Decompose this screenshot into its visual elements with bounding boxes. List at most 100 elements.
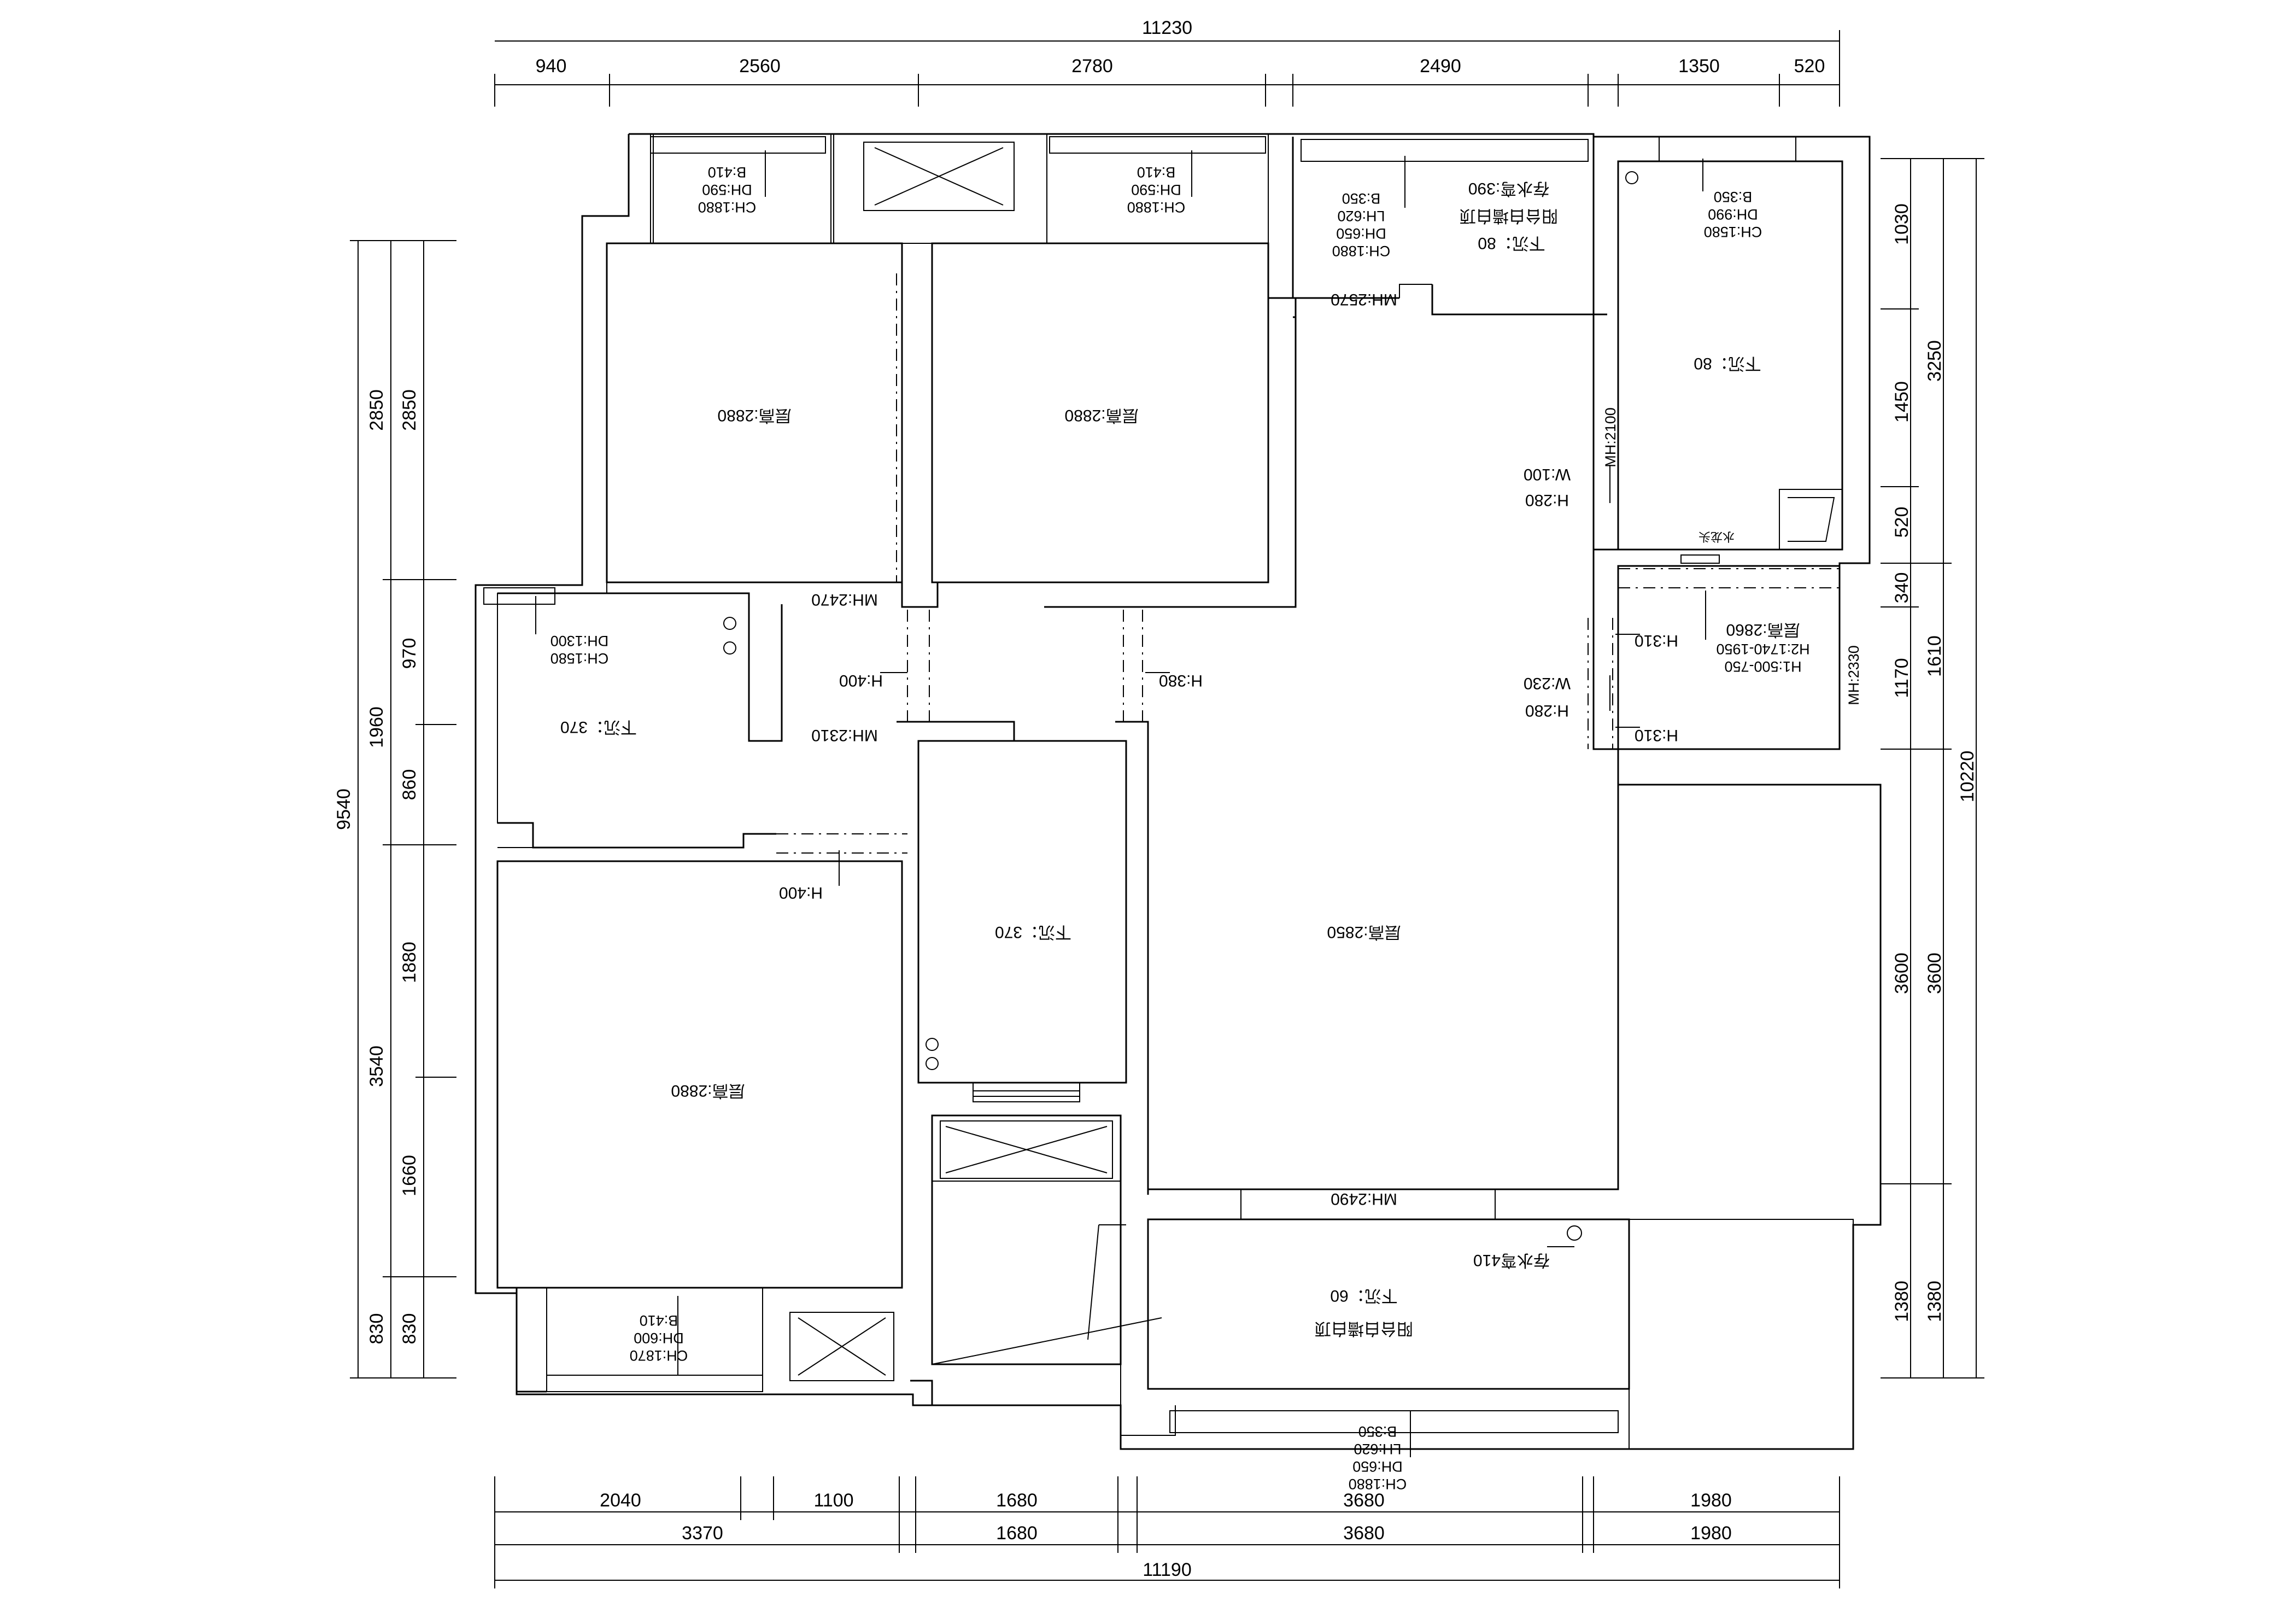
left-bath-drop: 下沉：370 xyxy=(560,718,637,736)
drain-icon xyxy=(926,1038,939,1051)
shaft-kitchen xyxy=(940,1120,1113,1179)
right-outer-1: 3250 xyxy=(1924,340,1945,382)
window-label: B:410 xyxy=(1137,164,1176,180)
window-label: DH:650 xyxy=(1352,1458,1403,1475)
bottom-total-dim: 11190 xyxy=(1143,1559,1192,1580)
kitchen-drop: 下沉：370 xyxy=(995,923,1071,941)
dining-height: 层高:2860 xyxy=(1726,621,1800,639)
top-water-pipe: 存水弯:390 xyxy=(1468,179,1549,197)
top-dim-5: 1350 xyxy=(1678,56,1720,77)
bottom-balcony-drop: 下沉：60 xyxy=(1330,1287,1397,1305)
window-label: B:350 xyxy=(1358,1423,1397,1440)
top-balcony-ceiling: 阳台白墙白顶 xyxy=(1460,207,1558,225)
window-label: CH:1880 xyxy=(698,199,757,215)
living-room xyxy=(1148,550,1619,1190)
window-label: DH:990 xyxy=(1708,206,1758,223)
leader-lines xyxy=(535,150,1706,1457)
walls xyxy=(475,133,1882,1450)
bottom-dim-4: 3680 xyxy=(1343,1490,1385,1511)
bottom-dimensions: 2040 1100 1680 3680 1980 3370 1680 3680 … xyxy=(494,1476,1840,1588)
drain-icon xyxy=(723,641,736,655)
top-dim-2: 2560 xyxy=(739,56,781,77)
right-total-dim: 10220 xyxy=(1957,751,1978,803)
top-balcony-drop: 下沉：80 xyxy=(1478,234,1545,252)
right-inner-3: 520 xyxy=(1891,507,1912,538)
mh-2470: MH:2470 xyxy=(811,591,878,609)
drain-icon xyxy=(1625,171,1638,184)
shafts xyxy=(789,142,1113,1381)
h1-range: H1:500-750 xyxy=(1724,658,1801,675)
h-280-a: H:280 xyxy=(1525,491,1569,509)
right-inner-4: 340 xyxy=(1891,573,1912,604)
mh-2330: MH:2330 xyxy=(1846,645,1862,705)
bottom-dim-6: 3370 xyxy=(682,1523,723,1544)
window-label: LH:620 xyxy=(1354,1441,1401,1457)
living-height: 层高:2850 xyxy=(1327,923,1401,941)
window-label: LH:620 xyxy=(1337,208,1385,224)
window-label: DH:600 xyxy=(634,1330,684,1346)
outer-wall xyxy=(475,133,1882,1450)
bath-top-drop: 下沉：80 xyxy=(1694,354,1761,372)
bath-left-room xyxy=(497,592,783,742)
h-400-b: H:400 xyxy=(779,884,823,902)
h-400-a: H:400 xyxy=(839,671,883,690)
top-dim-6: 520 xyxy=(1794,56,1825,77)
window-label: B:410 xyxy=(640,1312,678,1329)
h2-range: H2:1740-1950 xyxy=(1716,641,1809,657)
bottom-dim-8: 3680 xyxy=(1343,1523,1385,1544)
mh-2310: MH:2310 xyxy=(811,726,878,744)
drain-icon xyxy=(723,617,736,630)
left-inner-5: 1660 xyxy=(399,1155,420,1196)
left-outer-2: 1960 xyxy=(366,706,387,748)
right-inner-1: 1030 xyxy=(1891,203,1912,245)
right-outer-4: 1380 xyxy=(1924,1281,1945,1322)
h-310-b: H:310 xyxy=(1635,726,1678,744)
h-280-b: H:280 xyxy=(1525,702,1569,720)
water-heater-icon xyxy=(1779,489,1843,550)
bedroom-1-height: 层高:2880 xyxy=(717,406,791,424)
bedroom-3-room xyxy=(496,860,903,1289)
window-label: DH:650 xyxy=(1336,225,1386,242)
h-310-a: H:310 xyxy=(1635,632,1678,650)
right-inner-7: 1380 xyxy=(1891,1281,1912,1322)
left-inner-4: 1880 xyxy=(399,942,420,983)
mh-2490: MH:2490 xyxy=(1331,1190,1397,1208)
left-outer-1: 2850 xyxy=(366,389,387,431)
top-dimensions: 11230 940 2560 2780 2490 1350 520 xyxy=(494,17,1840,107)
bottom-dim-3: 1680 xyxy=(996,1490,1038,1511)
shaft-bottom-left xyxy=(789,1312,894,1381)
window-label: CH:1880 xyxy=(1332,243,1391,259)
left-total-dim: 9540 xyxy=(333,788,354,830)
window-label: CH:1880 xyxy=(1349,1476,1407,1492)
bottom-dim-1: 2040 xyxy=(600,1490,641,1511)
w-230: W:230 xyxy=(1524,674,1571,692)
bottom-dim-5: 1980 xyxy=(1690,1490,1732,1511)
drain-icon xyxy=(926,1057,939,1070)
window-label: B:350 xyxy=(1342,190,1381,207)
left-inner-6: 830 xyxy=(399,1313,420,1345)
window-label: CH:1880 xyxy=(1127,199,1186,215)
window-label: B:410 xyxy=(708,164,747,180)
window-label: DH:590 xyxy=(702,182,752,198)
h-380: H:380 xyxy=(1159,671,1203,690)
window-label: DH:590 xyxy=(1131,182,1181,198)
right-inner-5: 1170 xyxy=(1891,658,1912,698)
left-inner-1: 2850 xyxy=(399,389,420,431)
right-outer-3: 3600 xyxy=(1924,953,1945,994)
left-dimensions: 9540 2850 1960 3540 830 2850 970 860 188… xyxy=(333,240,456,1378)
shaft-top xyxy=(863,142,1015,211)
left-inner-2: 970 xyxy=(399,638,420,669)
dining-right-room xyxy=(1617,565,1841,750)
water-heater-label: 水龙头 xyxy=(1698,530,1735,544)
right-inner-6: 3600 xyxy=(1891,953,1912,994)
mh-2570: MH:2570 xyxy=(1331,290,1397,308)
window-label: CH:1870 xyxy=(630,1347,688,1364)
openings xyxy=(776,273,1840,854)
right-inner-2: 1450 xyxy=(1891,381,1912,423)
bottom-dim-9: 1980 xyxy=(1690,1523,1732,1544)
window-label: CH:1580 xyxy=(550,650,609,667)
fixtures xyxy=(483,136,1843,1433)
top-total-dim: 11230 xyxy=(1142,17,1192,38)
w-100: W:100 xyxy=(1524,465,1571,483)
